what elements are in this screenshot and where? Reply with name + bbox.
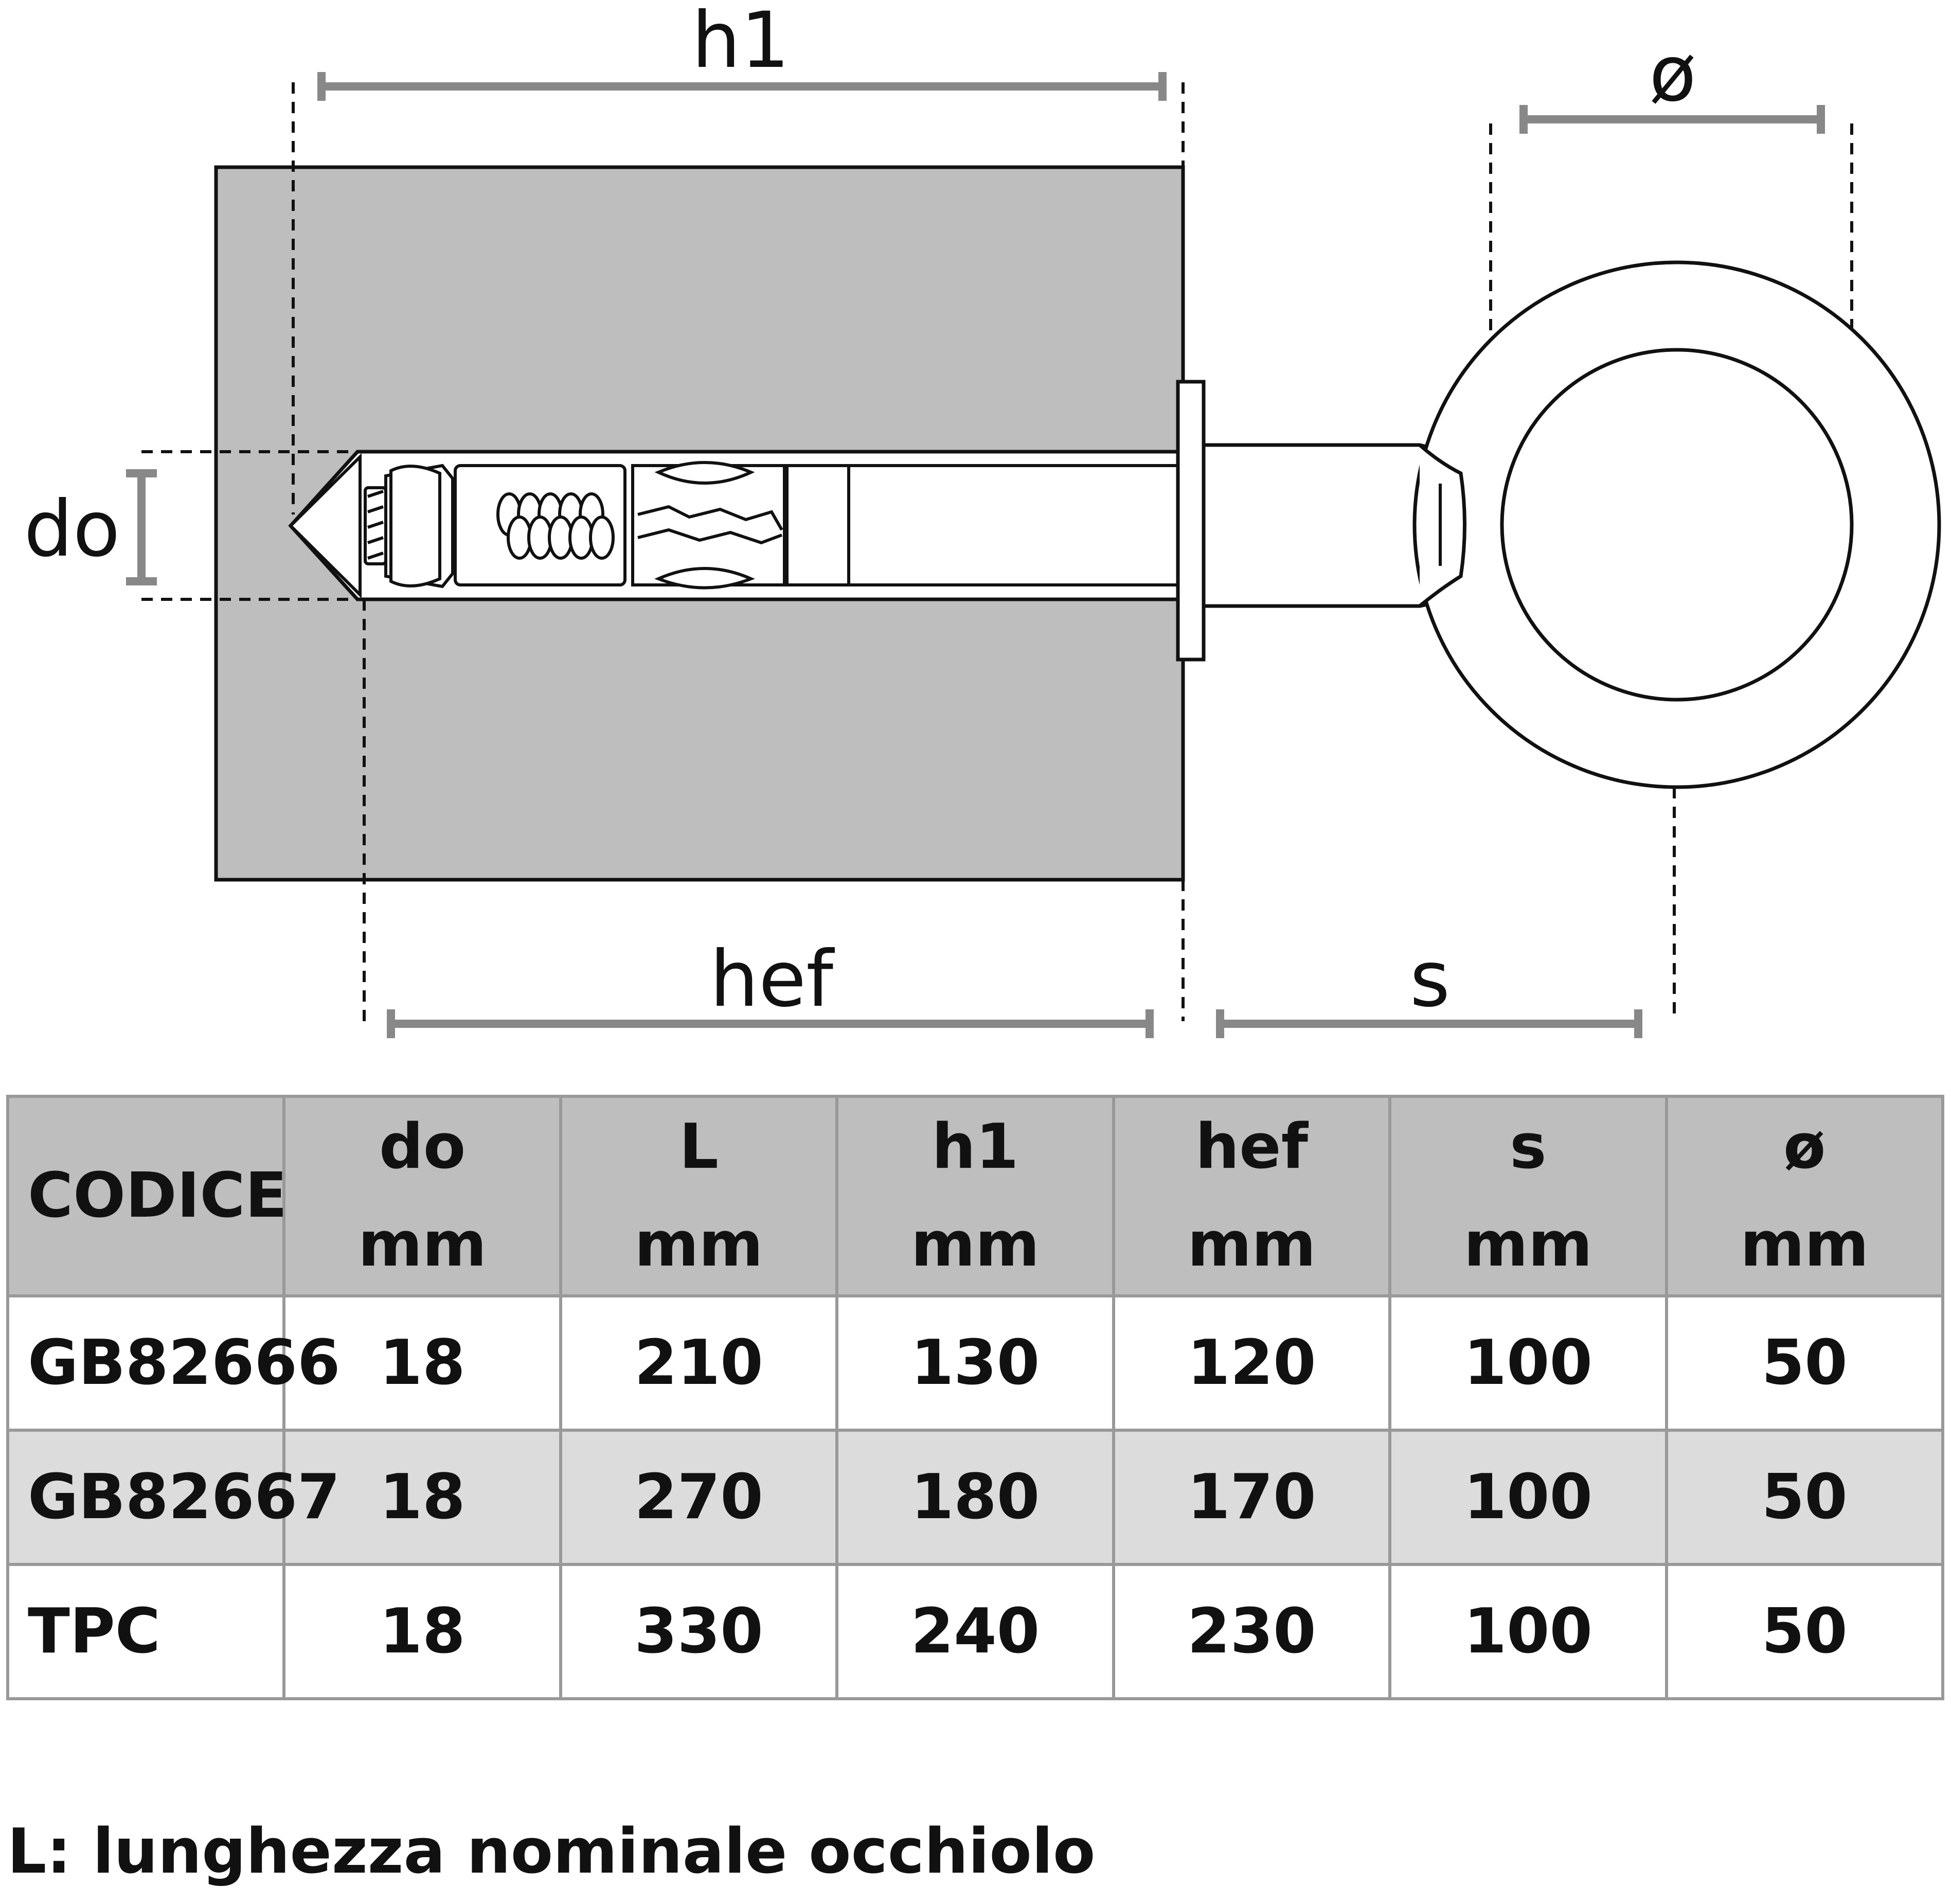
eye-neck: [1418, 443, 1466, 608]
table-row: TPC 18 330 240 230 100 50: [6, 1563, 1945, 1700]
cell-h1: 180: [835, 1429, 1115, 1566]
extension-lines: [141, 82, 1853, 1021]
hef-label: hef: [710, 935, 835, 1024]
cell-codice: GB82667: [6, 1429, 340, 1566]
footnote: L: lunghezza nominale occhiolo: [7, 1816, 1096, 1888]
header-l: L mm: [559, 1095, 839, 1297]
dimension-lines: [126, 72, 1825, 1038]
cell-do: 18: [282, 1294, 562, 1432]
header-codice: CODICE: [6, 1095, 287, 1297]
header-diameter: ø mm: [1664, 1095, 1945, 1297]
anchor-body: [288, 453, 1179, 599]
s-label: s: [1410, 935, 1450, 1024]
cell-h1: 240: [835, 1563, 1115, 1700]
cell-diameter: 50: [1664, 1563, 1945, 1700]
h1-label: h1: [692, 0, 790, 85]
cell-hef: 170: [1112, 1429, 1392, 1566]
spec-table: CODICE do mm L mm h1 mm hef mm s mm: [6, 1095, 1945, 1700]
cell-h1: 130: [835, 1294, 1115, 1432]
cell-s: 100: [1388, 1294, 1668, 1432]
cell-hef: 230: [1112, 1563, 1392, 1700]
diameter-label: ø: [1649, 29, 1696, 119]
spring-coils: [496, 492, 615, 560]
table-row: GB82667 18 270 180 170 100 50: [6, 1429, 1945, 1566]
cell-diameter: 50: [1664, 1429, 1945, 1566]
eye-ring-inner: [1500, 348, 1854, 702]
cell-do: 18: [282, 1429, 562, 1566]
cell-l: 330: [559, 1563, 839, 1700]
cell-l: 270: [559, 1429, 839, 1566]
table-row: GB82666 18 210 130 120 100 50: [6, 1294, 1945, 1432]
cell-diameter: 50: [1664, 1294, 1945, 1432]
header-s: s mm: [1388, 1095, 1668, 1297]
cell-codice: TPC: [6, 1563, 286, 1700]
cell-codice: GB82666: [6, 1294, 340, 1432]
cell-s: 100: [1388, 1563, 1668, 1700]
cell-s: 100: [1388, 1429, 1668, 1566]
header-do: do mm: [282, 1095, 562, 1297]
cell-hef: 120: [1112, 1294, 1392, 1432]
cell-l: 210: [559, 1294, 839, 1432]
washer: [1176, 380, 1206, 662]
anchor-diagram: h1 ø do hef s: [24, 0, 1941, 1038]
header-h1: h1 mm: [835, 1095, 1115, 1297]
cell-do: 18: [282, 1563, 562, 1700]
table-header-row: CODICE do mm L mm h1 mm hef mm s mm: [6, 1095, 1945, 1297]
header-hef: hef mm: [1112, 1095, 1392, 1297]
do-label: do: [24, 485, 120, 574]
